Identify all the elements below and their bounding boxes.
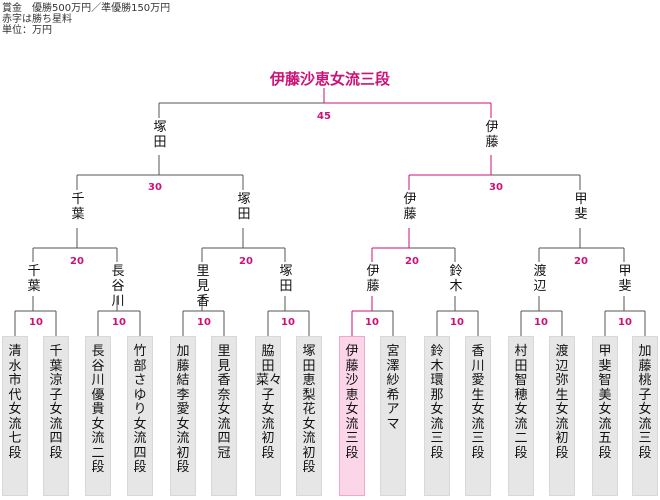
player-card: 村田智穂女流二段 — [508, 336, 534, 496]
player-card: 脇田菜々子女流初段 — [255, 336, 283, 496]
player-name: 清水市代女流七段 — [8, 344, 22, 461]
player-name: 村田智穂女流二段 — [514, 344, 528, 461]
qf-3-prize: 20 — [405, 256, 419, 267]
final-right-name: 伊藤 — [485, 120, 499, 150]
qf-1-right-name: 長谷川 — [111, 264, 125, 309]
player-card: 塚田恵梨花女流初段 — [296, 336, 322, 496]
player-card: 甲斐智美女流五段 — [592, 336, 618, 496]
player-card: 宮澤紗希アマ — [380, 336, 406, 496]
player-card: 渡辺弥生女流初段 — [549, 336, 575, 496]
player-name: 渡辺弥生女流初段 — [555, 344, 569, 461]
player-name: 宮澤紗希アマ — [386, 344, 400, 432]
semi-1-prize: 30 — [148, 182, 162, 193]
player-name: 加藤結李愛女流初段 — [176, 344, 190, 475]
r1-7-prize: 10 — [534, 317, 548, 328]
player-name: 竹部さゆり女流四段 — [133, 344, 147, 475]
player-name: 香川愛生女流三段 — [471, 344, 485, 461]
final-prize: 45 — [317, 111, 331, 122]
qf-1-prize: 20 — [70, 256, 84, 267]
r1-8-prize: 10 — [618, 317, 632, 328]
qf-4-left-name: 渡辺 — [533, 264, 547, 294]
qf-2-right-name: 塚田 — [279, 264, 293, 294]
player-name: 里見香奈女流四冠 — [217, 344, 231, 461]
player-card: 加藤桃子女流三段 — [632, 336, 658, 496]
player-card: 鈴木環那女流三段 — [424, 336, 450, 496]
qf-4-right-name: 甲斐 — [618, 264, 632, 294]
player-name: 加藤桃子女流三段 — [638, 344, 652, 461]
player-card: 千葉涼子女流四段 — [43, 336, 69, 496]
r1-6-prize: 10 — [450, 317, 464, 328]
semi-1-right-name: 塚田 — [237, 192, 251, 222]
final-left-name: 塚田 — [153, 120, 167, 150]
prize-info-line: 赤字は勝ち星料 — [2, 14, 72, 25]
qf-3-right-name: 鈴木 — [449, 264, 463, 294]
prize-info: 賞金 優勝500万円／準優勝150万円 赤字は勝ち星料 単位：万円 — [2, 3, 170, 36]
player-name: 千葉涼子女流四段 — [49, 344, 63, 461]
semi-2-left-name: 伊藤 — [403, 192, 417, 222]
player-name: 甲斐智美女流五段 — [598, 344, 612, 461]
player-card: 竹部さゆり女流四段 — [127, 336, 153, 496]
r1-5-prize: 10 — [365, 317, 379, 328]
player-name: 鈴木環那女流三段 — [430, 344, 444, 461]
player-name: 伊藤沙恵女流三段 — [345, 344, 359, 461]
qf-2-left-name: 里見香 — [196, 264, 210, 309]
player-card: 長谷川優貴女流二段 — [85, 336, 111, 496]
player-card-winner: 伊藤沙恵女流三段 — [339, 336, 365, 496]
player-name: 長谷川優貴女流二段 — [91, 344, 105, 475]
r1-3-prize: 10 — [197, 317, 211, 328]
qf-2-prize: 20 — [239, 256, 253, 267]
semi-1-left-name: 千葉 — [71, 192, 85, 222]
player-card: 加藤結李愛女流初段 — [170, 336, 196, 496]
player-name: 脇田菜々子女流初段 — [256, 344, 283, 461]
r1-2-prize: 10 — [112, 317, 126, 328]
prize-info-line: 賞金 優勝500万円／準優勝150万円 — [2, 3, 171, 14]
player-card: 香川愛生女流三段 — [465, 336, 491, 496]
semi-2-right-name: 甲斐 — [574, 192, 588, 222]
champion-name: 伊藤沙恵女流三段 — [269, 70, 390, 88]
player-card: 里見香奈女流四冠 — [211, 336, 237, 496]
player-card: 清水市代女流七段 — [2, 336, 28, 496]
qf-4-prize: 20 — [574, 256, 588, 267]
r1-1-prize: 10 — [29, 317, 43, 328]
qf-1-left-name: 千葉 — [27, 264, 41, 294]
r1-4-prize: 10 — [281, 317, 295, 328]
prize-info-line: 単位：万円 — [2, 25, 52, 36]
player-name: 塚田恵梨花女流初段 — [302, 344, 316, 475]
semi-2-prize: 30 — [489, 182, 503, 193]
qf-3-left-name: 伊藤 — [366, 264, 380, 294]
